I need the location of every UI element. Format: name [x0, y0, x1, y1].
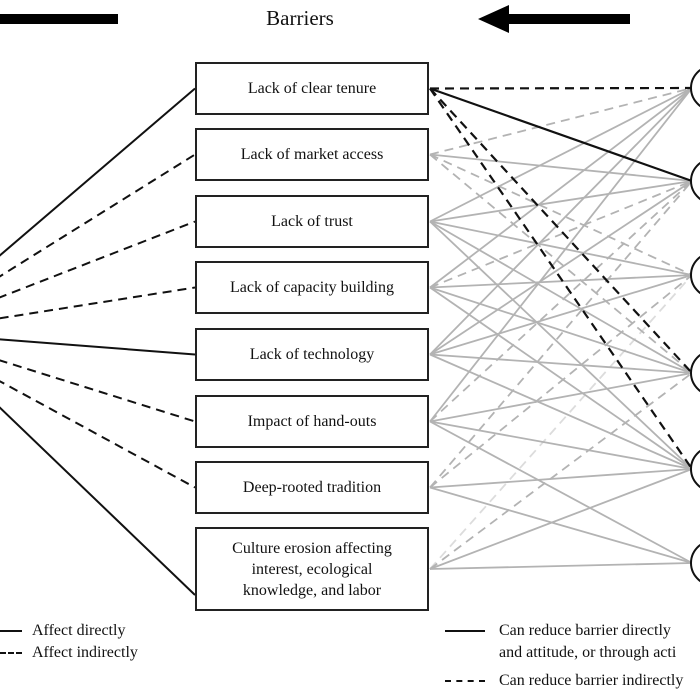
strategy-node [690, 255, 700, 295]
right-link-solid [429, 87, 693, 289]
right-link-solid [429, 286, 693, 374]
left-link-direct [0, 338, 196, 356]
right-nodes [690, 68, 700, 583]
left-link-direct [0, 87, 196, 257]
right-link-solid [429, 372, 693, 423]
right-link-dashed [429, 372, 693, 570]
right-link-solid [429, 286, 693, 470]
right-link-solid [429, 562, 693, 570]
right-link-solid [429, 220, 693, 374]
barrier-label: Impact of hand-outs [247, 413, 377, 430]
barrier-label: Lack of clear tenure [247, 80, 377, 97]
solid-line-icon [445, 630, 485, 633]
left-link-indirect [0, 380, 196, 489]
dashed-line-icon [445, 680, 485, 683]
right-link-dashed [429, 180, 693, 289]
barrier-label: Deep-rooted tradition [242, 479, 382, 496]
legend-label: Can reduce barrier indirectly [499, 672, 684, 689]
barrier-box: Lack of technology [195, 328, 429, 381]
right-link-dashed [429, 274, 693, 489]
barrier-box: Culture erosion affecting interest, ecol… [195, 527, 429, 611]
title: Barriers [266, 6, 334, 30]
strategy-node [690, 543, 700, 583]
right-link-solid [429, 180, 693, 223]
right-link-solid [429, 486, 693, 564]
right-link-solid [429, 87, 693, 223]
barrier-box: Lack of clear tenure [195, 62, 429, 115]
right-link-solid [429, 220, 693, 276]
barrier-box: Deep-rooted tradition [195, 461, 429, 514]
legend-item-reduce-indirect: Can reduce barrier indirectly [445, 670, 683, 692]
right-link-dashed [429, 153, 693, 374]
left-arrow-icon [478, 5, 630, 33]
right-link-dashed [429, 180, 693, 489]
left-link-indirect [0, 220, 196, 299]
right-link-dashed [429, 153, 693, 276]
strategy-node [690, 353, 700, 393]
right-link-dashed [429, 86, 693, 90]
dashed-line-icon [0, 652, 22, 655]
right-link-solid [429, 468, 693, 489]
right-link-solid [429, 274, 693, 289]
right-link-solid [429, 87, 693, 183]
barrier-box: Lack of market access [195, 128, 429, 181]
barrier-label: Lack of capacity building [230, 279, 394, 296]
right-link-solid [429, 353, 693, 470]
right-link-solid [429, 220, 693, 470]
right-link-solid [429, 180, 693, 356]
strategy-node [690, 161, 700, 201]
right-links [429, 86, 693, 570]
right-link-solid [429, 420, 693, 564]
left-link-direct [0, 406, 196, 596]
legend-label-continued: and attitude, or through acti [499, 644, 677, 661]
strategy-node [690, 68, 700, 108]
right-link-solid [429, 153, 693, 182]
right-link-solid [429, 274, 693, 356]
right-link-solid [429, 353, 693, 374]
left-links [0, 87, 196, 596]
strategy-node [690, 449, 700, 489]
barrier-box: Lack of capacity building [195, 261, 429, 314]
right-link-solid [429, 468, 693, 570]
legend-item-indirect: Affect indirectly [0, 642, 138, 664]
legend-label: Affect indirectly [32, 644, 138, 661]
barrier-label: Lack of trust [271, 213, 353, 230]
right-link-dashed [429, 274, 693, 570]
right-link-dashed [429, 87, 693, 470]
right-link-solid [429, 87, 693, 423]
left-link-indirect [0, 286, 196, 320]
barrier-label: Lack of market access [240, 146, 384, 163]
legend-right: Can reduce barrier directly and attitude… [445, 620, 683, 692]
barrier-box: Lack of trust [195, 195, 429, 248]
left-arrow-bar [0, 14, 118, 24]
solid-line-icon [0, 630, 22, 633]
right-link-solid [429, 87, 693, 356]
legend-label: Affect directly [32, 622, 126, 639]
legend-item-direct: Affect directly [0, 620, 138, 642]
right-link-dashed [429, 87, 693, 374]
barrier-label: Culture erosion affecting interest, ecol… [232, 539, 392, 599]
barrier-box: Impact of hand-outs [195, 395, 429, 448]
right-link-solid [429, 420, 693, 470]
barrier-label: Lack of technology [249, 346, 375, 363]
right-link-dashed [429, 87, 693, 156]
left-link-indirect [0, 359, 196, 423]
legend-left: Affect directly Affect indirectly [0, 620, 138, 664]
left-link-indirect [0, 153, 196, 278]
legend-item-reduce-direct: Can reduce barrier directly [445, 620, 683, 642]
legend-label: Can reduce barrier directly [499, 622, 671, 639]
